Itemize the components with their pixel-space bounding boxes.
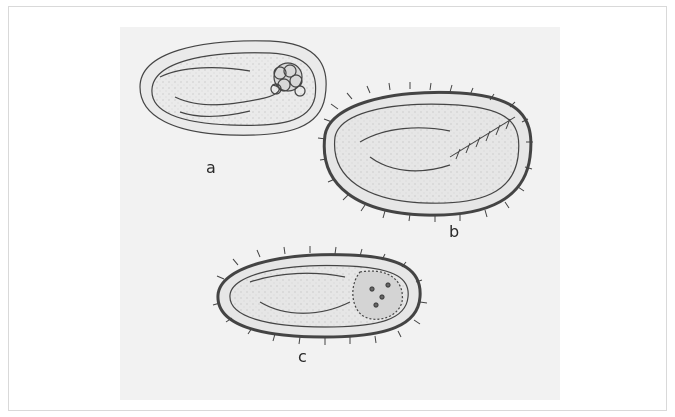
valve-illustration [120, 27, 560, 400]
panel-label-a: a [206, 158, 216, 177]
valve-b [318, 82, 533, 222]
valve-a [140, 41, 326, 135]
valve-c [213, 246, 427, 345]
patch-icon [353, 271, 403, 319]
panel-label-b: b [449, 222, 459, 241]
panel-label-c: c [298, 347, 307, 366]
